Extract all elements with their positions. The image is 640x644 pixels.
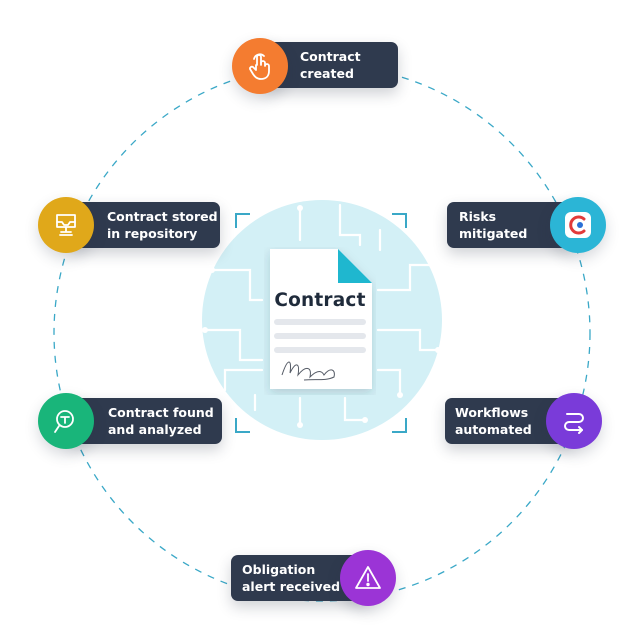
step-badge bbox=[546, 393, 602, 449]
step-badge bbox=[38, 393, 94, 449]
search-icon bbox=[54, 410, 74, 433]
signature bbox=[281, 361, 335, 381]
step-label: Contract stored in repository bbox=[70, 202, 220, 248]
hand-pointer-icon bbox=[249, 53, 270, 80]
workflow-path-icon bbox=[564, 413, 584, 434]
step-label-line-2: and analyzed bbox=[108, 422, 202, 437]
circuit-pattern bbox=[203, 203, 440, 427]
document-title: Contract bbox=[274, 290, 366, 311]
step-label-line-1: Contract stored bbox=[107, 209, 218, 224]
step-label-line-1: Obligation bbox=[242, 562, 316, 577]
step-label-line-1: Contract found bbox=[108, 405, 214, 420]
step-badge bbox=[232, 38, 288, 94]
warning-icon bbox=[355, 566, 381, 589]
step-label-line-2: mitigated bbox=[459, 226, 528, 241]
step-label: Contract found and analyzed bbox=[70, 398, 222, 444]
step-label-line-1: Workflows bbox=[455, 405, 529, 420]
step-label-line-2: automated bbox=[455, 422, 532, 437]
focus-brackets bbox=[235, 213, 407, 433]
step-badge bbox=[38, 197, 94, 253]
step-label-line-2: in repository bbox=[107, 226, 198, 241]
step-label-line-1: Risks bbox=[459, 209, 497, 224]
step-label-line-2: alert received bbox=[242, 579, 341, 594]
contract-document bbox=[270, 249, 372, 389]
step-label-line-2: created bbox=[300, 66, 354, 81]
step-badge bbox=[340, 550, 396, 606]
repository-icon bbox=[56, 214, 76, 236]
step-badge bbox=[550, 197, 606, 253]
step-label-line-1: Contract bbox=[300, 49, 361, 64]
risk-shield-icon bbox=[565, 212, 591, 238]
